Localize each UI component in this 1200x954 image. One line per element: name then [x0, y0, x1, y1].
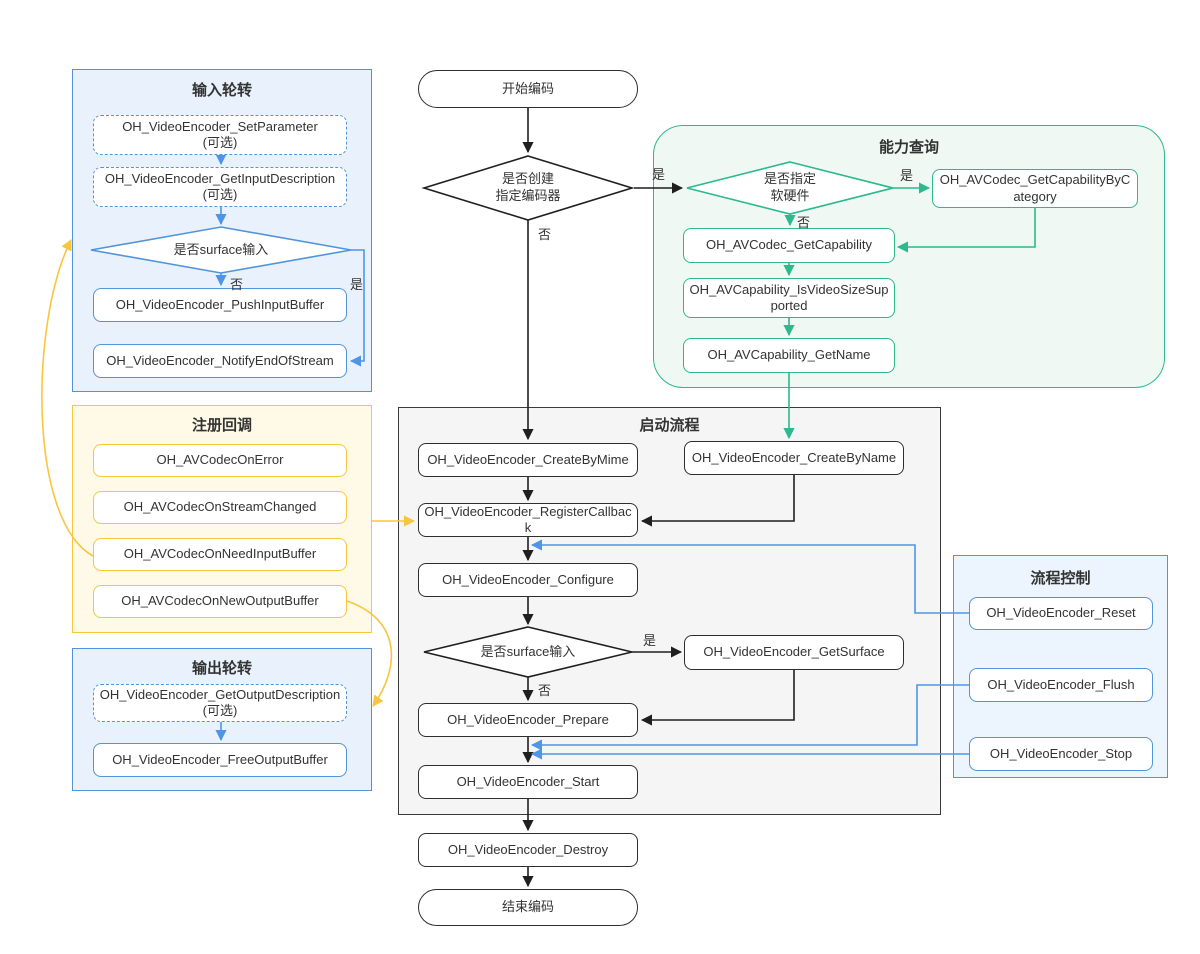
node-prepare: OH_VideoEncoder_Prepare [418, 703, 638, 737]
node-configure: OH_VideoEncoder_Configure [418, 563, 638, 597]
decision-create-specified: 是否创建 指定编码器 [495, 171, 561, 203]
node-push-input-buffer: OH_VideoEncoder_PushInputBuffer [93, 288, 347, 322]
edge-label-no-hw: 否 [797, 215, 811, 230]
decision-specify-hw: 是否指定 软硬件 [763, 171, 816, 203]
node-get-name: OH_AVCapability_GetName [683, 338, 895, 373]
node-get-output-description: OH_VideoEncoder_GetOutputDescription (可选… [93, 684, 347, 722]
node-notify-end-of-stream: OH_VideoEncoder_NotifyEndOfStream [93, 344, 347, 378]
node-is-video-size-supported: OH_AVCapability_IsVideoSizeSupported [683, 278, 895, 318]
node-start: OH_VideoEncoder_Start [418, 765, 638, 799]
node-create-by-mime: OH_VideoEncoder_CreateByMime [418, 443, 638, 477]
edge-label-yes-create: 是 [652, 167, 666, 182]
callbacks-title: 注册回调 [191, 417, 252, 434]
node-get-capability: OH_AVCodec_GetCapability [683, 228, 895, 263]
capability-title: 能力查询 [878, 139, 939, 156]
node-get-input-description: OH_VideoEncoder_GetInputDescription (可选) [93, 167, 347, 207]
edge-label-yes-surface1: 是 [350, 277, 364, 292]
edge-label-yes-hw: 是 [900, 168, 914, 183]
node-stop: OH_VideoEncoder_Stop [969, 737, 1153, 771]
edge-label-no-surface2: 否 [538, 683, 552, 698]
node-reset: OH_VideoEncoder_Reset [969, 597, 1153, 630]
node-flush: OH_VideoEncoder_Flush [969, 668, 1153, 702]
node-destroy: OH_VideoEncoder_Destroy [418, 833, 638, 867]
decision-surface-input1: 是否surface输入 [173, 241, 269, 257]
edge-label-no-create: 否 [538, 227, 552, 242]
node-on-need-input-buffer: OH_AVCodecOnNeedInputBuffer [93, 538, 347, 571]
node-create-by-name: OH_VideoEncoder_CreateByName [684, 441, 904, 475]
start-terminal: 开始编码 [418, 70, 638, 108]
node-on-stream-changed: OH_AVCodecOnStreamChanged [93, 491, 347, 524]
node-on-new-output-buffer: OH_AVCodecOnNewOutputBuffer [93, 585, 347, 618]
node-on-error: OH_AVCodecOnError [93, 444, 347, 477]
output-loop-title: 输出轮转 [191, 660, 252, 677]
edge-label-yes-surface2: 是 [643, 633, 657, 648]
node-get-surface: OH_VideoEncoder_GetSurface [684, 635, 904, 670]
decision-surface-input2: 是否surface输入 [480, 643, 576, 659]
node-set-parameter: OH_VideoEncoder_SetParameter (可选) [93, 115, 347, 155]
input-loop-title: 输入轮转 [191, 82, 252, 99]
node-get-capability-by-category: OH_AVCodec_GetCapabilityByCategory [932, 169, 1138, 208]
edge-label-no-surface1: 否 [230, 277, 244, 292]
control-title: 流程控制 [1030, 570, 1091, 587]
node-free-output-buffer: OH_VideoEncoder_FreeOutputBuffer [93, 743, 347, 777]
startup-title: 启动流程 [639, 417, 700, 434]
end-terminal: 结束编码 [418, 889, 638, 926]
node-register-callback: OH_VideoEncoder_RegisterCallback [418, 503, 638, 537]
